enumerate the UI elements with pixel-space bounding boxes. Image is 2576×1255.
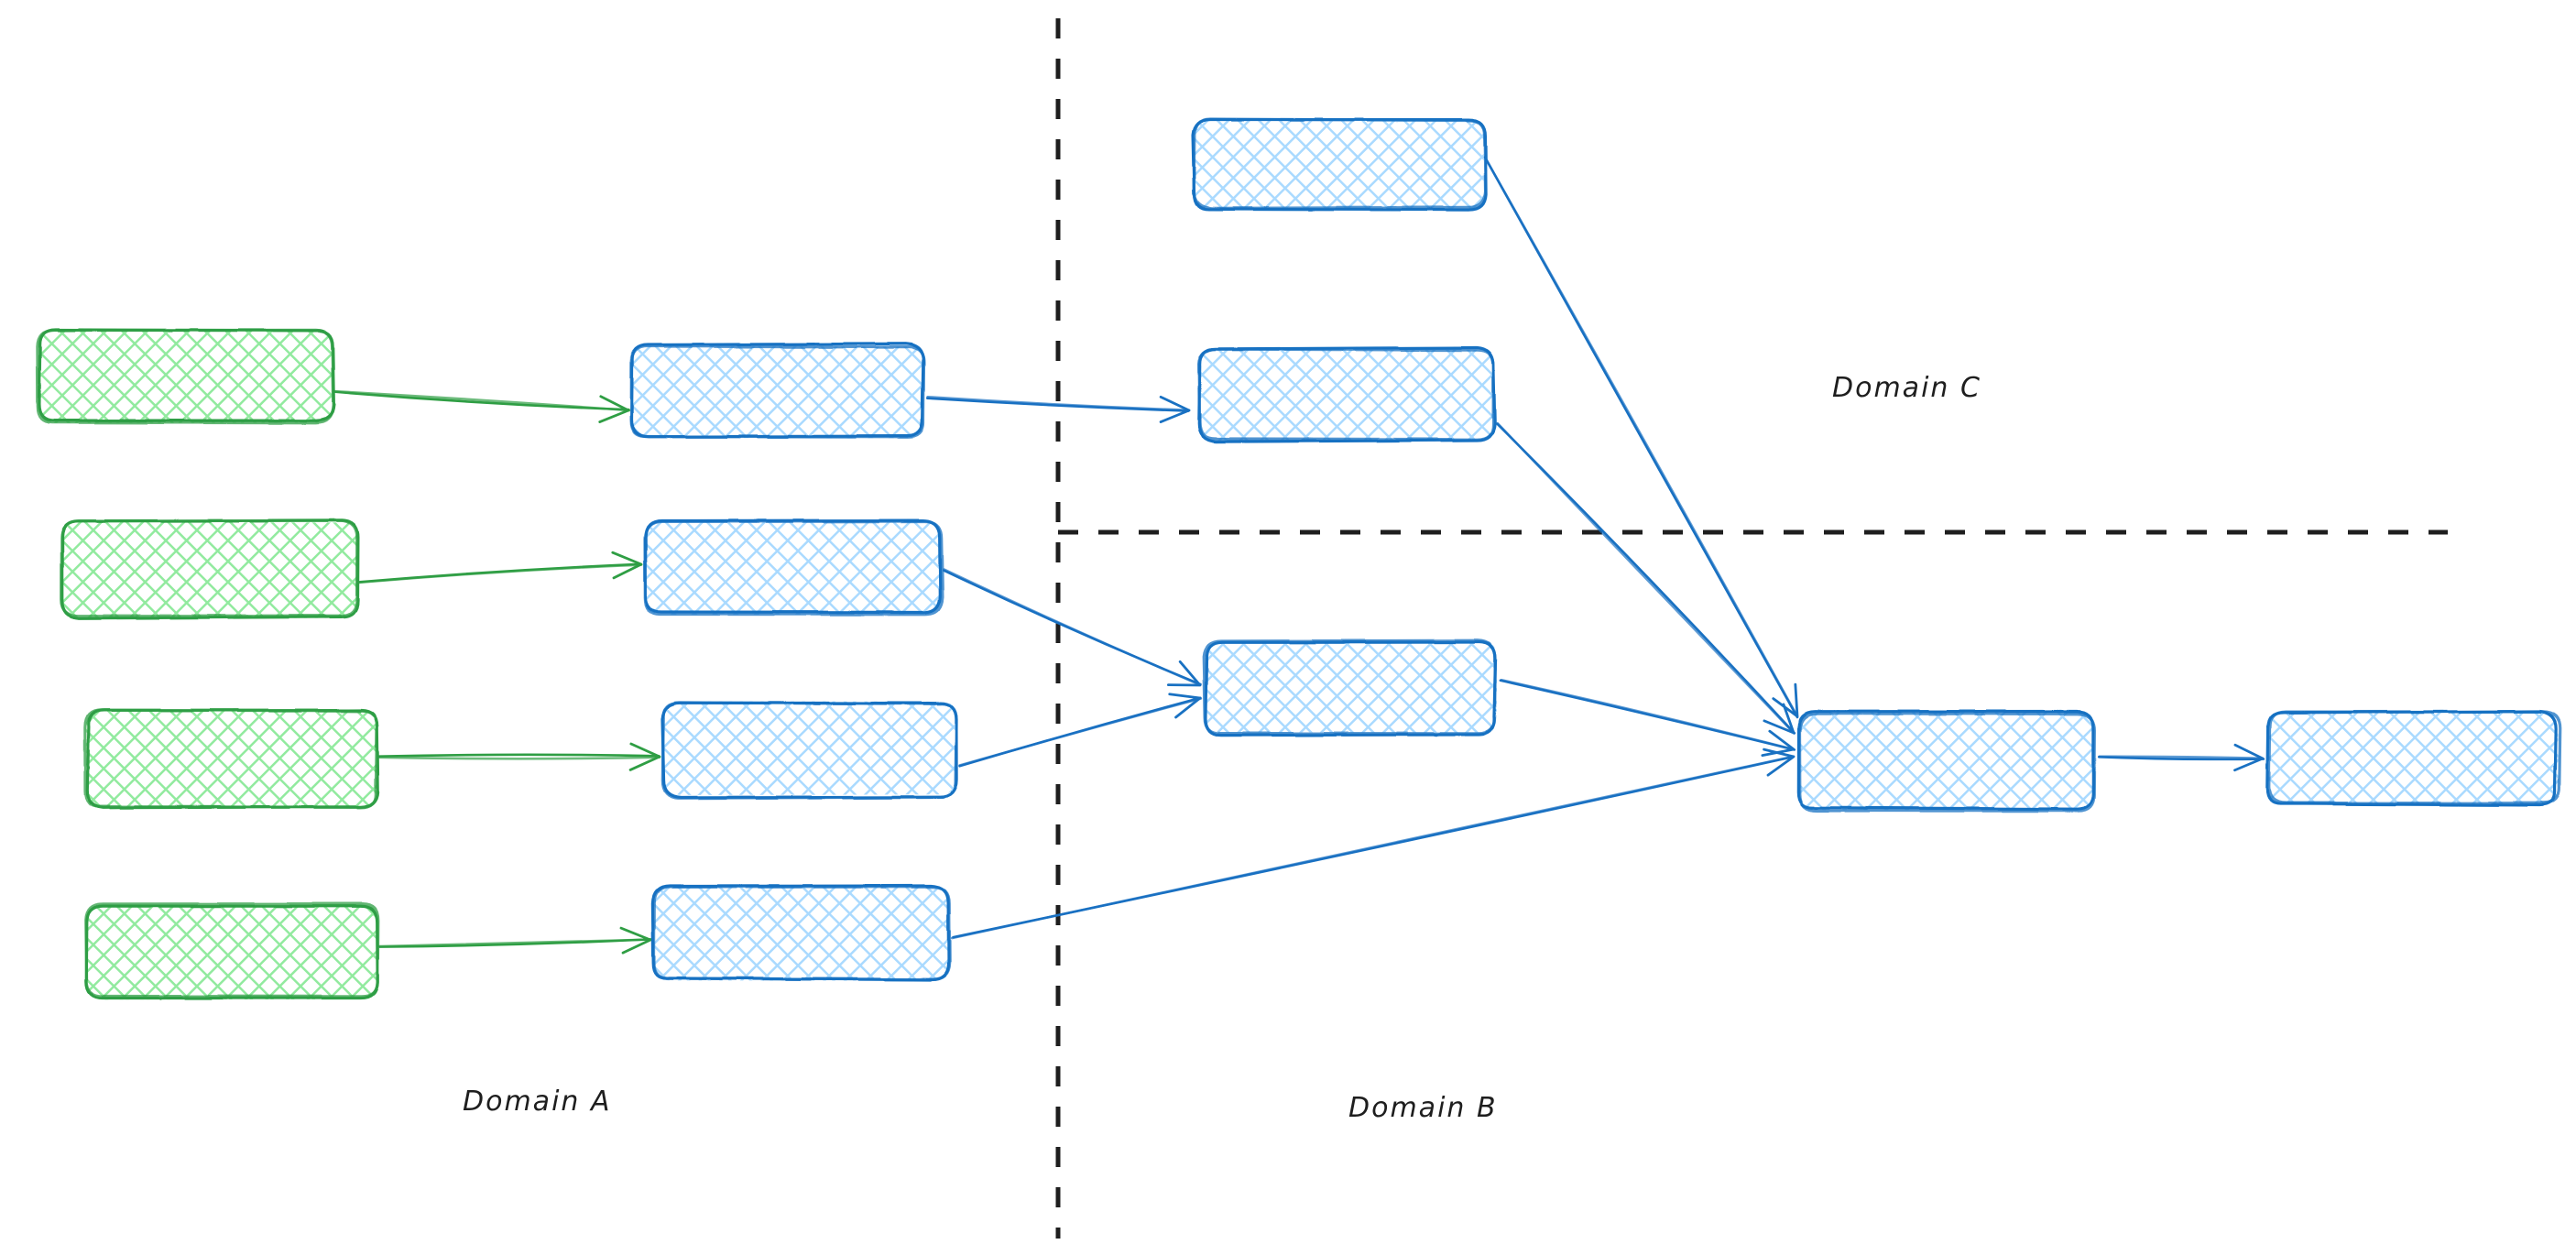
green-node-2-hit[interactable]: [62, 522, 357, 618]
green-node-4[interactable]: [84, 902, 380, 1000]
blue-node-3-hit[interactable]: [663, 702, 956, 795]
edge-b7-b8: [1499, 678, 1796, 758]
blue-node-5[interactable]: [1191, 117, 1488, 212]
blue-node-3[interactable]: [660, 701, 958, 801]
blue-node-6[interactable]: [1196, 345, 1497, 443]
blue-node-2-hit[interactable]: [645, 522, 940, 614]
green-node-2[interactable]: [60, 518, 360, 620]
blue-node-9-hit[interactable]: [2268, 713, 2558, 804]
edge-b1-b6: [925, 395, 1191, 423]
green-node-1[interactable]: [36, 328, 335, 425]
blue-node-1[interactable]: [629, 342, 926, 439]
green-node-3[interactable]: [83, 708, 380, 810]
edge-b2-b7: [943, 568, 1202, 687]
blue-node-5-hit[interactable]: [1193, 119, 1484, 209]
edge-layer: [332, 156, 2265, 955]
blue-node-2[interactable]: [643, 518, 944, 617]
node-layer: [36, 117, 2562, 1000]
blue-node-6-hit[interactable]: [1200, 350, 1493, 442]
edge-g4-b4: [377, 926, 652, 955]
edge-g1-b1: [332, 389, 631, 423]
blue-node-4[interactable]: [650, 884, 952, 982]
edge-b6-b8: [1496, 421, 1796, 735]
blue-node-8[interactable]: [1796, 709, 2096, 813]
blue-node-7[interactable]: [1202, 638, 1498, 737]
label-domain-a: Domain A: [463, 1086, 612, 1118]
blue-node-8-hit[interactable]: [1799, 713, 2094, 810]
edge-b8-b9: [2097, 743, 2265, 772]
edge-g3-b3: [377, 742, 661, 771]
blue-node-9[interactable]: [2265, 709, 2562, 807]
green-node-1-hit[interactable]: [38, 331, 332, 422]
edge-g2-b2: [357, 551, 643, 584]
edge-b5-b8: [1483, 156, 1799, 719]
blue-node-4-hit[interactable]: [654, 887, 949, 980]
label-domain-c: Domain C: [1832, 372, 1981, 404]
divider-layer: [1055, 18, 2448, 1239]
blue-node-1-hit[interactable]: [632, 346, 923, 438]
edge-b4-b8: [950, 748, 1796, 940]
label-domain-b: Domain B: [1348, 1092, 1498, 1124]
blue-node-7-hit[interactable]: [1206, 641, 1497, 733]
edge-b3-b7: [958, 693, 1203, 768]
green-node-4-hit[interactable]: [86, 905, 377, 999]
green-node-3-hit[interactable]: [86, 710, 377, 806]
